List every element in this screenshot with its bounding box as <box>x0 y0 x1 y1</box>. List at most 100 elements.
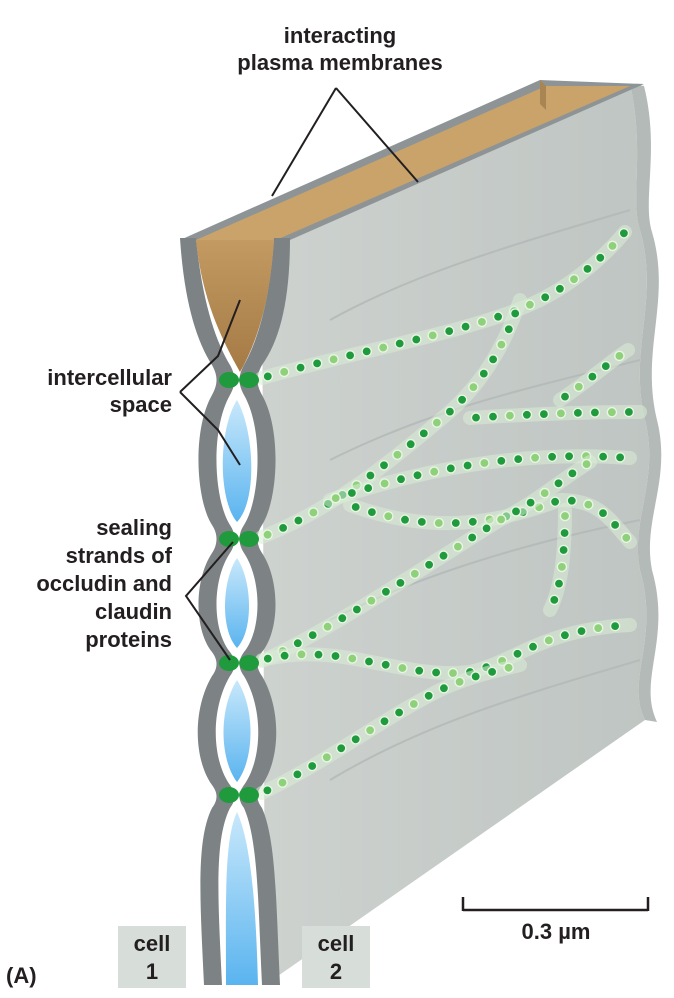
strand-protein <box>456 394 468 406</box>
strand-protein <box>346 653 358 664</box>
strand-protein <box>445 463 457 474</box>
strand-protein <box>363 656 375 667</box>
strand-protein <box>527 641 539 653</box>
strand-protein <box>395 473 407 485</box>
strand-protein <box>379 716 390 727</box>
strand-protein <box>409 568 421 580</box>
strand-protein <box>380 659 392 671</box>
strand-protein <box>587 371 598 382</box>
strand-protein <box>581 458 592 470</box>
strand-protein <box>295 362 306 373</box>
strand-protein <box>380 586 392 598</box>
strands-label-line3: occludin and <box>36 571 172 596</box>
strand-protein <box>262 653 274 664</box>
membranes-label-line2: plasma membranes <box>237 50 443 75</box>
strand-protein <box>618 227 630 239</box>
strand-protein <box>277 522 289 534</box>
strand-protein <box>350 734 362 745</box>
strand-protein <box>553 477 564 489</box>
strand-protein <box>566 495 578 507</box>
strand-protein <box>481 523 492 534</box>
strand-protein <box>452 541 464 552</box>
cell-1-number: 1 <box>145 959 159 984</box>
top-channel <box>196 86 630 240</box>
strand-protein <box>351 604 363 615</box>
strand-protein <box>262 529 273 541</box>
strand-protein <box>408 698 420 710</box>
leader-space-bottom <box>179 391 241 466</box>
strand-protein <box>307 629 319 641</box>
membrane-face <box>262 84 650 985</box>
intercellular-top <box>196 240 274 372</box>
strand-protein <box>378 459 390 471</box>
membranes-label: interacting plasma membranes <box>180 22 500 76</box>
strand-protein <box>277 777 288 788</box>
strand-protein <box>364 725 376 736</box>
strand-protein <box>365 470 376 481</box>
membrane-rim <box>630 84 662 722</box>
strand-protein <box>543 635 555 646</box>
strand-protein <box>558 544 569 556</box>
cell-2-word: cell <box>317 931 355 956</box>
strand-protein <box>470 412 482 423</box>
strand-protein <box>462 460 473 471</box>
strand-protein <box>322 621 333 633</box>
leader-membrane-left <box>271 87 337 197</box>
strand-protein <box>311 358 323 369</box>
strand-protein <box>487 411 499 422</box>
cell-2-number: 2 <box>329 959 343 984</box>
leader-space-top <box>179 299 241 393</box>
sealing-strands <box>255 225 647 800</box>
strand-protein <box>423 690 435 702</box>
strand-protein <box>410 334 422 345</box>
strand-protein <box>262 371 274 382</box>
strand-protein <box>361 346 373 357</box>
strand-protein <box>412 469 423 481</box>
strand-protein <box>563 450 575 462</box>
strand-protein <box>549 594 560 606</box>
strand-protein <box>393 707 405 718</box>
strand-protein <box>503 662 514 674</box>
scale-label: 0.3 µm <box>521 919 591 944</box>
strand-protein <box>330 650 341 662</box>
strand-protein <box>503 323 515 335</box>
panel-label: (A) <box>6 963 37 988</box>
strand-protein <box>430 667 442 678</box>
strand-protein <box>553 578 565 589</box>
strand-protein <box>313 649 324 660</box>
strand-protein <box>559 629 571 641</box>
strand-protein <box>423 559 435 571</box>
space-label: intercellular space <box>0 364 172 418</box>
strand-protein <box>539 291 551 303</box>
strand-protein <box>623 406 635 418</box>
strand-protein <box>454 676 465 688</box>
strand-protein <box>344 350 356 361</box>
strand-protein <box>538 408 550 420</box>
strand-protein <box>476 316 488 328</box>
strand-protein <box>413 665 425 677</box>
strand-protein <box>296 649 307 660</box>
strand-protein <box>589 407 601 418</box>
strand-protein <box>549 496 561 508</box>
strand-protein <box>350 501 362 513</box>
strands-label-line5: proteins <box>85 627 172 652</box>
strand-protein <box>525 497 536 508</box>
leader-membrane-right <box>335 87 419 183</box>
strand-protein <box>486 666 498 678</box>
strand-protein <box>509 308 521 319</box>
strand-protein <box>479 457 490 469</box>
strand-protein <box>597 451 609 462</box>
strand-protein <box>328 354 339 365</box>
strand-protein <box>293 515 304 526</box>
strand-protein <box>582 263 593 275</box>
strand-protein <box>559 391 571 402</box>
strand-protein <box>495 455 507 467</box>
strand-protein <box>510 506 522 517</box>
strand-protein <box>330 492 342 504</box>
space-label-line1: intercellular <box>47 365 172 390</box>
strand-protein <box>366 595 377 607</box>
strand-protein <box>567 468 578 479</box>
strand-protein <box>468 381 479 393</box>
strand-protein <box>583 499 594 510</box>
junction-proteins <box>219 372 259 803</box>
